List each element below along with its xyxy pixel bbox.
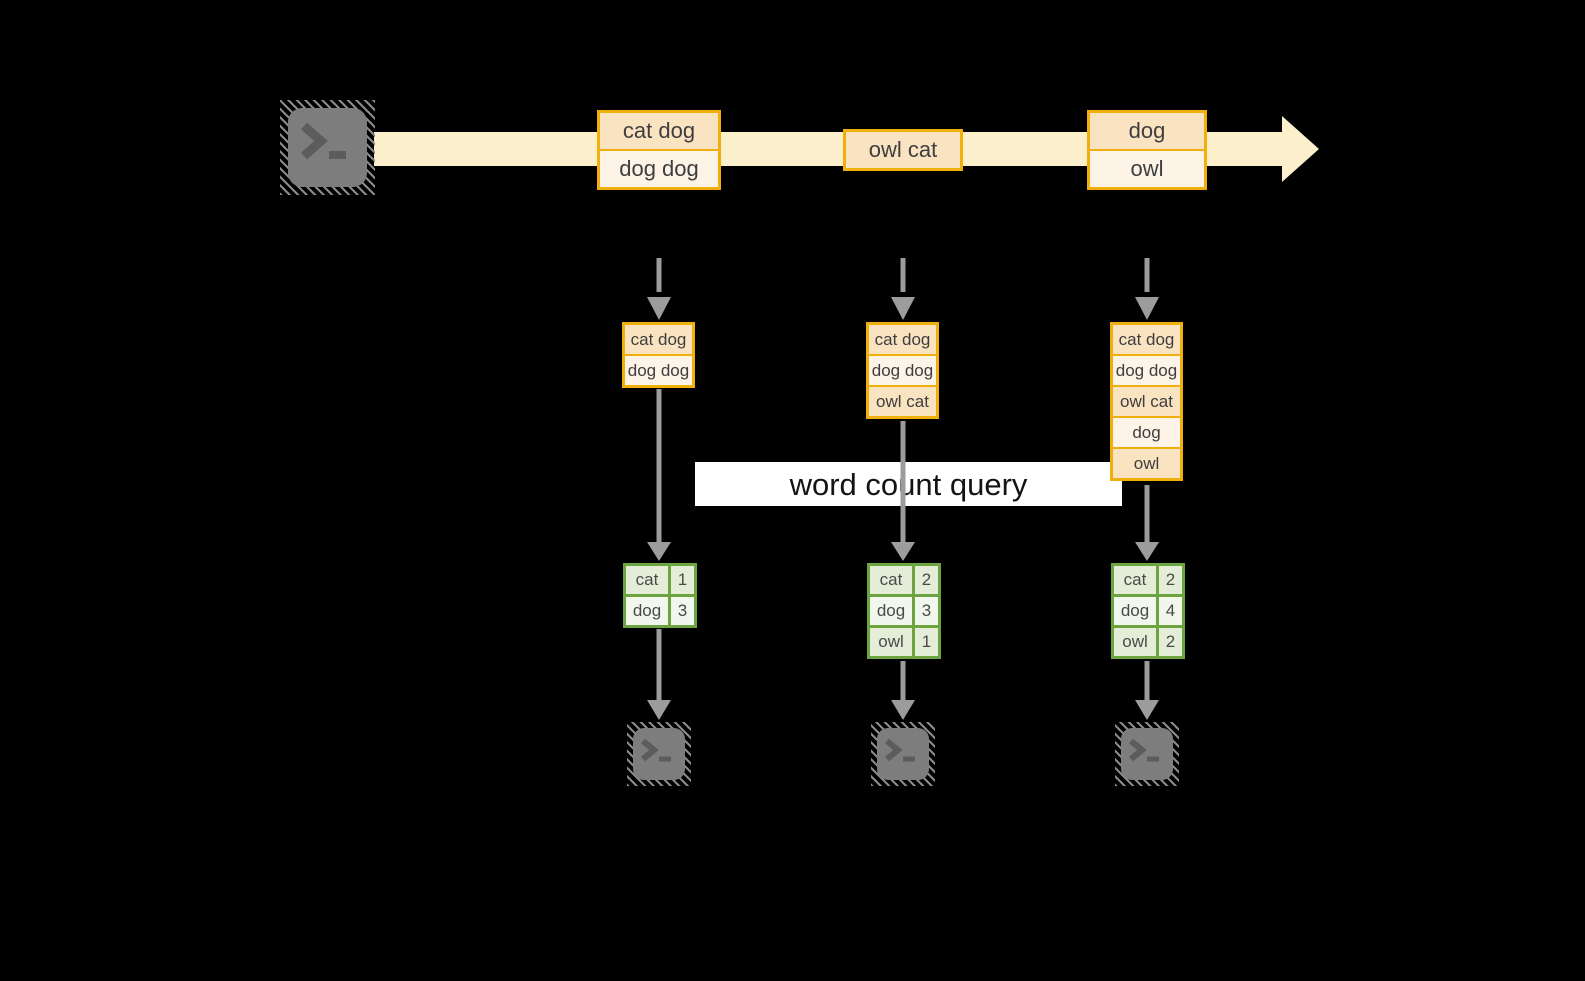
count-cell: 1 bbox=[671, 566, 694, 594]
batch-cell: dog dog bbox=[600, 149, 718, 187]
word-cell: dog bbox=[1114, 597, 1156, 625]
terminal-icon bbox=[877, 728, 929, 780]
result-table-1: cat 1 dog 3 bbox=[623, 563, 697, 628]
stack-cell: dog dog bbox=[625, 354, 692, 385]
count-cell: 3 bbox=[915, 597, 938, 625]
stack-cell: cat dog bbox=[625, 325, 692, 354]
count-cell: 3 bbox=[671, 597, 694, 625]
input-stack-1: cat dog dog dog bbox=[622, 322, 695, 388]
prompt-icon bbox=[885, 738, 915, 762]
count-cell: 2 bbox=[1159, 628, 1182, 656]
source-terminal bbox=[280, 100, 375, 195]
stack-cell: cat dog bbox=[869, 325, 936, 354]
word-cell: dog bbox=[626, 597, 668, 625]
stack-cell: owl cat bbox=[1113, 385, 1180, 416]
batch-cell: cat dog bbox=[600, 113, 718, 149]
prompt-icon bbox=[1129, 738, 1159, 762]
stack-cell: owl cat bbox=[869, 385, 936, 416]
word-cell: cat bbox=[626, 566, 668, 594]
batch-box-1: cat dog dog dog bbox=[597, 110, 721, 190]
batch-box-3: dog owl bbox=[1087, 110, 1207, 190]
terminal-icon bbox=[1121, 728, 1173, 780]
stack-cell: dog dog bbox=[869, 354, 936, 385]
sink-terminal-3 bbox=[1115, 722, 1179, 786]
input-stack-3: cat dog dog dog owl cat dog owl bbox=[1110, 322, 1183, 481]
stream-arrowhead bbox=[1282, 116, 1319, 182]
word-cell: owl bbox=[870, 628, 912, 656]
terminal-icon bbox=[288, 108, 367, 187]
sink-terminal-2 bbox=[871, 722, 935, 786]
query-label: word count query bbox=[695, 462, 1122, 506]
result-table-2: cat 2 dog 3 owl 1 bbox=[867, 563, 941, 659]
stack-cell: dog bbox=[1113, 416, 1180, 447]
word-cell: dog bbox=[870, 597, 912, 625]
batch-cell: owl bbox=[1090, 149, 1204, 187]
batch-box-2: owl cat bbox=[843, 129, 963, 171]
stack-cell: cat dog bbox=[1113, 325, 1180, 354]
word-cell: owl bbox=[1114, 628, 1156, 656]
stack-cell: dog dog bbox=[1113, 354, 1180, 385]
stack-cell: owl bbox=[1113, 447, 1180, 478]
prompt-icon bbox=[301, 122, 346, 160]
terminal-icon bbox=[633, 728, 685, 780]
input-stack-2: cat dog dog dog owl cat bbox=[866, 322, 939, 419]
count-cell: 2 bbox=[1159, 566, 1182, 594]
count-cell: 2 bbox=[915, 566, 938, 594]
word-cell: cat bbox=[870, 566, 912, 594]
result-table-3: cat 2 dog 4 owl 2 bbox=[1111, 563, 1185, 659]
word-cell: cat bbox=[1114, 566, 1156, 594]
prompt-icon bbox=[641, 738, 671, 762]
batch-cell: owl cat bbox=[846, 132, 960, 168]
batch-cell: dog bbox=[1090, 113, 1204, 149]
count-cell: 4 bbox=[1159, 597, 1182, 625]
count-cell: 1 bbox=[915, 628, 938, 656]
sink-terminal-1 bbox=[627, 722, 691, 786]
